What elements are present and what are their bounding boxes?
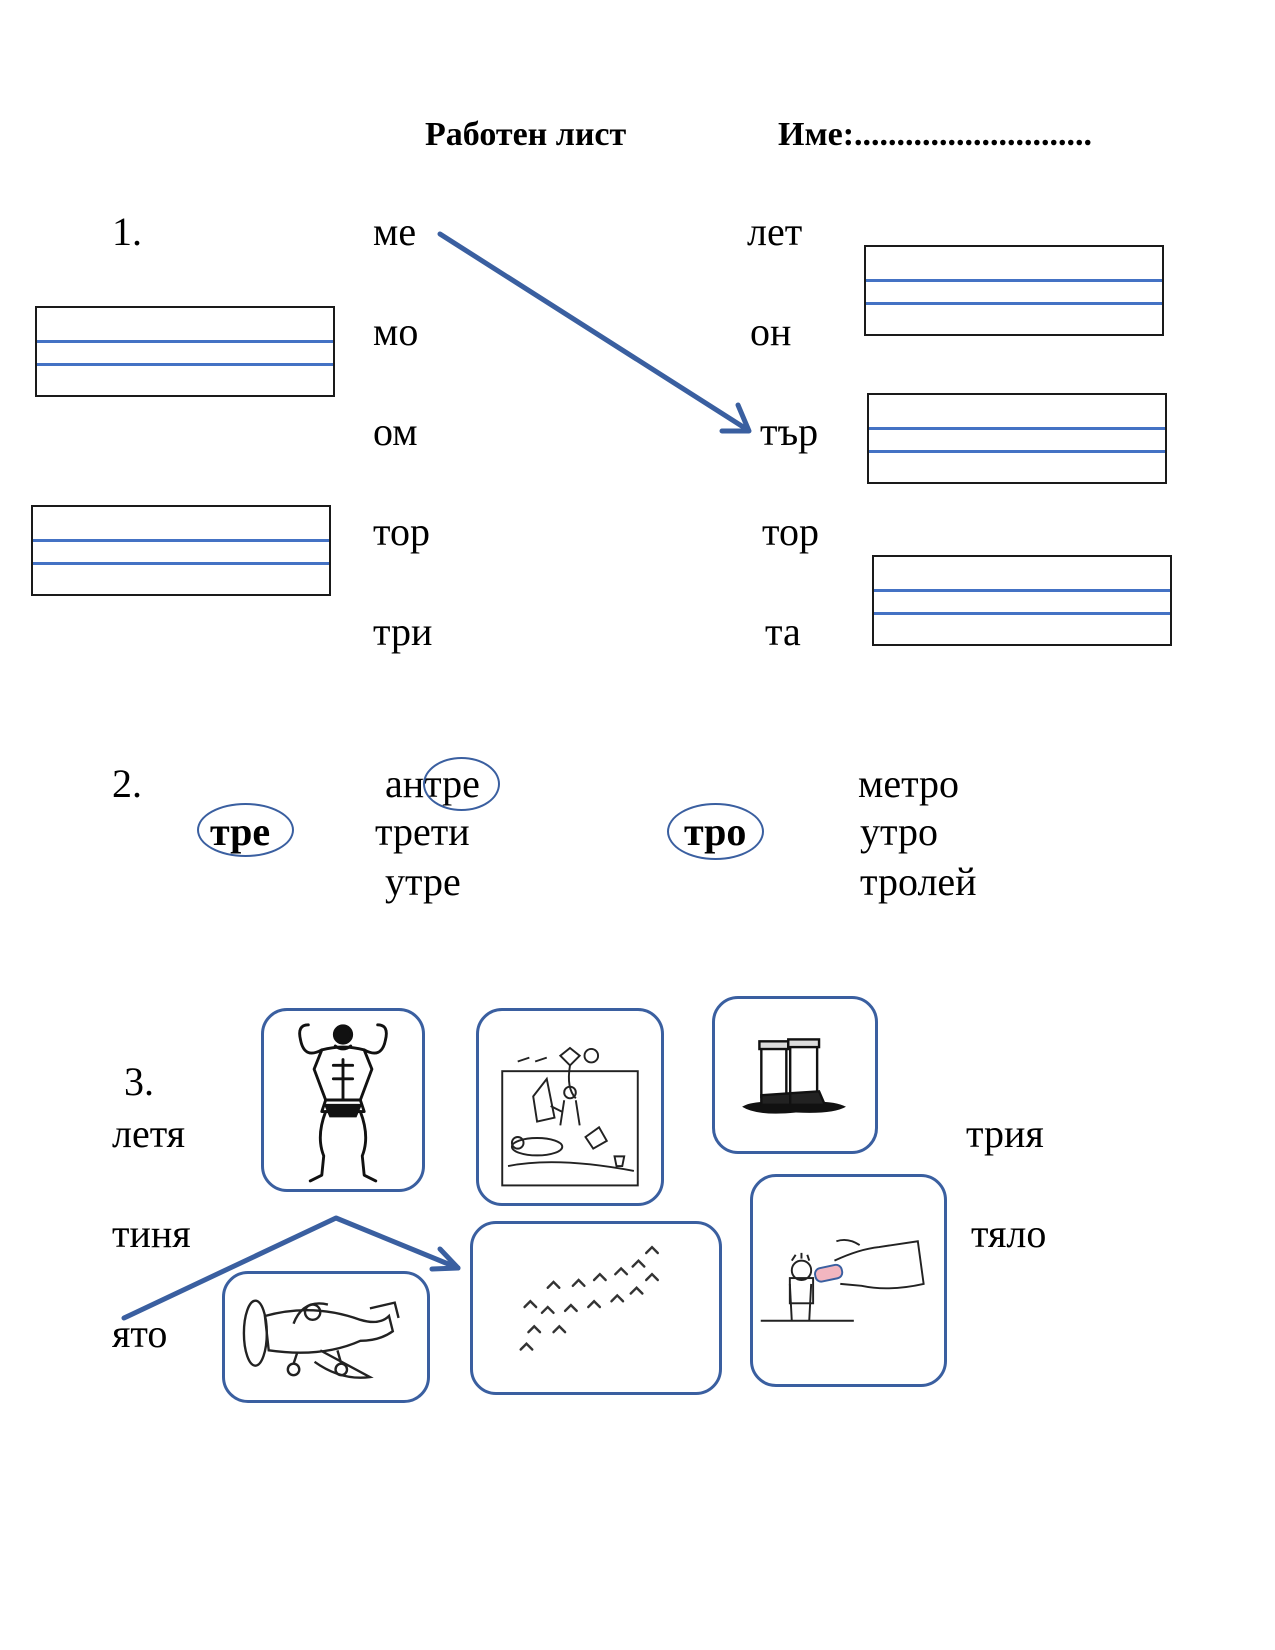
word-metro[interactable]: метро — [858, 761, 960, 806]
airplane-picture[interactable] — [222, 1271, 430, 1403]
word-tinya[interactable]: тиня — [112, 1211, 191, 1256]
key-syllable-tro: тро — [684, 809, 747, 854]
name-field-label[interactable]: Име:............................ — [778, 116, 1093, 153]
left-syllable-2[interactable]: мо — [373, 309, 419, 354]
word-letya[interactable]: летя — [112, 1111, 186, 1156]
eraser-picture[interactable] — [750, 1174, 947, 1387]
right-syllable-4[interactable]: тор — [762, 509, 819, 554]
left-syllable-1[interactable]: ме — [373, 209, 417, 254]
word-utre[interactable]: утре — [385, 859, 461, 904]
page-title: Работен лист — [425, 116, 627, 153]
left-syllable-3[interactable]: ом — [373, 409, 418, 454]
beach-scene-icon — [501, 1046, 639, 1187]
arrow-me-to-tar — [437, 231, 751, 433]
writing-box[interactable] — [867, 393, 1167, 484]
left-syllable-5[interactable]: три — [373, 609, 433, 654]
word-utro[interactable]: утро — [860, 809, 938, 854]
word-yato[interactable]: ято — [112, 1311, 168, 1356]
right-syllable-1[interactable]: лет — [747, 209, 803, 254]
birds-flock-picture[interactable] — [470, 1221, 722, 1395]
syllable-circle — [197, 803, 294, 857]
right-syllable-5[interactable]: та — [765, 609, 801, 654]
writing-box[interactable] — [31, 505, 331, 596]
right-syllable-3[interactable]: тър — [760, 409, 819, 454]
left-syllable-4[interactable]: тор — [373, 509, 430, 554]
word-treti[interactable]: трети — [375, 809, 470, 854]
beach-picture[interactable] — [476, 1008, 664, 1206]
bodybuilder-icon — [298, 1023, 388, 1183]
task-2-number: 2. — [112, 761, 142, 806]
word-triya[interactable]: трия — [966, 1111, 1044, 1156]
birds-flock-icon — [519, 1245, 660, 1351]
word-trolei[interactable]: тролей — [860, 859, 977, 904]
task-1-number: 1. — [112, 209, 142, 254]
arrow-head-2 — [429, 1246, 461, 1272]
task-3-number: 3. — [124, 1059, 154, 1104]
right-syllable-2[interactable]: он — [750, 309, 792, 354]
boots-icon — [742, 1038, 846, 1114]
eraser-hand-icon — [760, 1238, 925, 1322]
boots-picture[interactable] — [712, 996, 878, 1154]
writing-box[interactable] — [864, 245, 1164, 336]
bodybuilder-picture[interactable] — [261, 1008, 425, 1192]
answer-circle — [423, 757, 500, 811]
syllable-circle — [667, 803, 764, 860]
word-tyalo[interactable]: тяло — [971, 1211, 1047, 1256]
airplane-icon — [242, 1299, 400, 1379]
key-syllable-tre: тре — [210, 809, 271, 854]
writing-box[interactable] — [35, 306, 335, 397]
writing-box[interactable] — [872, 555, 1172, 646]
arrow-head-1 — [719, 402, 752, 434]
